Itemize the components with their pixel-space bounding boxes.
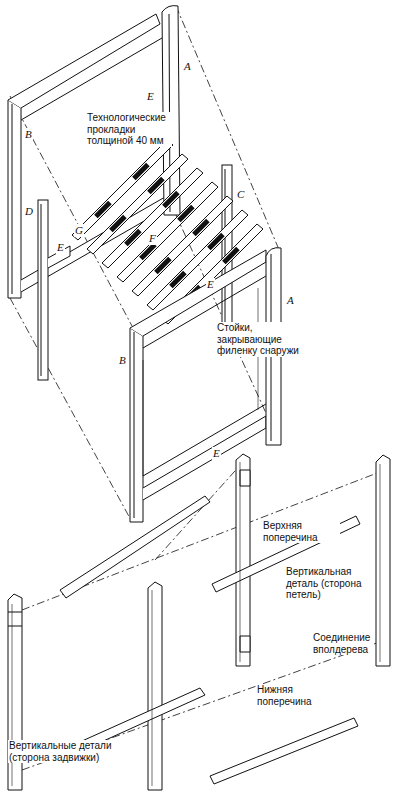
part-letter: D (24, 205, 34, 218)
spacer-block (224, 249, 238, 263)
spacer-block (209, 235, 223, 249)
part-letter: E (212, 447, 221, 460)
spacer-block (96, 203, 110, 217)
spacer-block (141, 245, 155, 259)
part-label: Вертикальная деталь (сторона петель) (285, 566, 373, 601)
part-letter: E (56, 241, 65, 254)
part-letter: E (206, 278, 215, 291)
spacer-block (111, 217, 125, 231)
part-label: Соединение вполдерева (312, 632, 374, 655)
part-letter: B (24, 128, 33, 141)
spacer-block (134, 165, 148, 179)
spacer-block (194, 221, 208, 235)
spacer-block (126, 231, 140, 245)
spacer-block (171, 273, 185, 287)
part-letter: C (236, 188, 245, 201)
part-label: Верхняя поперечина (262, 520, 340, 543)
spacer-block (164, 193, 178, 207)
part-label: Технологические прокладки толщиной 40 мм (86, 112, 172, 147)
part-label: Вертикальные детали (сторона задвижки) (8, 740, 122, 763)
part-letter: B (118, 354, 127, 367)
part-label: Нижняя поперечина (256, 684, 338, 707)
part-label: Стойки, закрывающие филенку снаружи (216, 322, 310, 357)
spacer-block (179, 207, 193, 221)
spacer-block (149, 179, 163, 193)
spacer-block (156, 259, 170, 273)
part-letter: E (146, 90, 155, 103)
part-letter: G (74, 224, 84, 237)
part-letter: A (183, 60, 192, 73)
part-letter: F (148, 232, 157, 245)
part-letter: A (286, 294, 295, 307)
